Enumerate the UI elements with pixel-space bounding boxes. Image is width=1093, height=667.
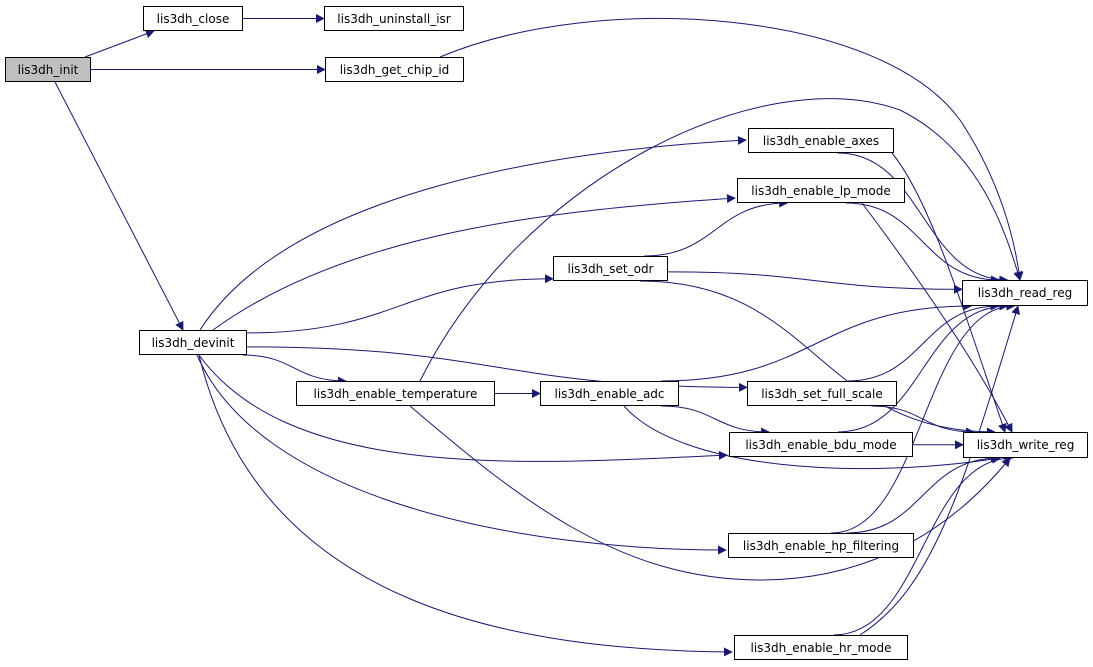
node-lis3dh-get-chip-id[interactable]: lis3dh_get_chip_id [325, 57, 464, 82]
node-lis3dh-close[interactable]: lis3dh_close [143, 6, 243, 31]
node-lis3dh-enable-adc[interactable]: lis3dh_enable_adc [540, 381, 679, 406]
edge-enable-lp-mode-to-read-reg [845, 202, 1000, 285]
node-lis3dh-set-full-scale[interactable]: lis3dh_set_full_scale [747, 381, 897, 406]
edge-enable-lp-mode-to-write-reg [861, 202, 1013, 433]
node-lis3dh-uninstall-isr[interactable]: lis3dh_uninstall_isr [324, 6, 464, 31]
edge-init-to-devinit [54, 81, 184, 331]
edge-enable-axes-to-read-reg [837, 152, 1009, 285]
edge-devinit-to-enable-bdu-mode [198, 354, 728, 462]
edge-set-odr-to-write-reg [639, 280, 996, 437]
edge-enable-hr-mode-to-write-reg [833, 453, 1014, 636]
edge-enable-hr-mode-to-read-reg [859, 305, 1020, 636]
edge-set-odr-to-read-reg [667, 271, 963, 294]
edge-devinit-to-enable-lp-mode [212, 194, 736, 331]
node-lis3dh-devinit[interactable]: lis3dh_devinit [139, 330, 247, 355]
edge-devinit-to-enable-temperature [242, 354, 347, 386]
node-lis3dh-set-odr[interactable]: lis3dh_set_odr [553, 256, 668, 281]
edge-enable-temperature-to-write-reg [409, 405, 1011, 581]
edge-set-full-scale-to-read-reg [847, 301, 1000, 382]
edge-enable-temperature-to-read-reg [419, 98, 1022, 382]
node-lis3dh-enable-hp-filtering[interactable]: lis3dh_enable_hp_filtering [728, 533, 914, 558]
node-lis3dh-enable-axes[interactable]: lis3dh_enable_axes [748, 128, 894, 153]
edge-get-chip-id-to-read-reg [439, 18, 1024, 281]
edge-devinit-to-enable-axes [199, 135, 747, 331]
edge-set-odr-to-enable-lp-mode [644, 198, 789, 257]
node-lis3dh-init: lis3dh_init [5, 57, 91, 82]
node-lis3dh-enable-hr-mode[interactable]: lis3dh_enable_hr_mode [734, 635, 908, 660]
edge-enable-adc-to-read-reg [661, 301, 973, 382]
node-lis3dh-enable-lp-mode[interactable]: lis3dh_enable_lp_mode [737, 178, 905, 203]
edge-enable-hp-filtering-to-write-reg [846, 453, 1000, 534]
edge-enable-axes-to-write-reg [891, 152, 1007, 433]
edge-devinit-to-enable-hp-filtering [196, 354, 727, 555]
node-lis3dh-enable-temperature[interactable]: lis3dh_enable_temperature [296, 381, 495, 406]
node-lis3dh-write-reg[interactable]: lis3dh_write_reg [963, 432, 1088, 458]
edge-devinit-to-set-odr [246, 274, 554, 334]
node-lis3dh-read-reg[interactable]: lis3dh_read_reg [962, 280, 1088, 306]
edge-enable-hp-filtering-to-read-reg [831, 301, 1016, 534]
edge-devinit-to-enable-hr-mode [198, 354, 733, 657]
node-lis3dh-enable-bdu-mode[interactable]: lis3dh_enable_bdu_mode [729, 432, 913, 457]
edge-init-to-close [84, 29, 155, 58]
edge-enable-bdu-mode-to-read-reg [837, 301, 1009, 433]
edge-enable-adc-to-enable-bdu-mode [661, 405, 771, 437]
edge-enable-adc-to-write-reg [623, 405, 1001, 470]
